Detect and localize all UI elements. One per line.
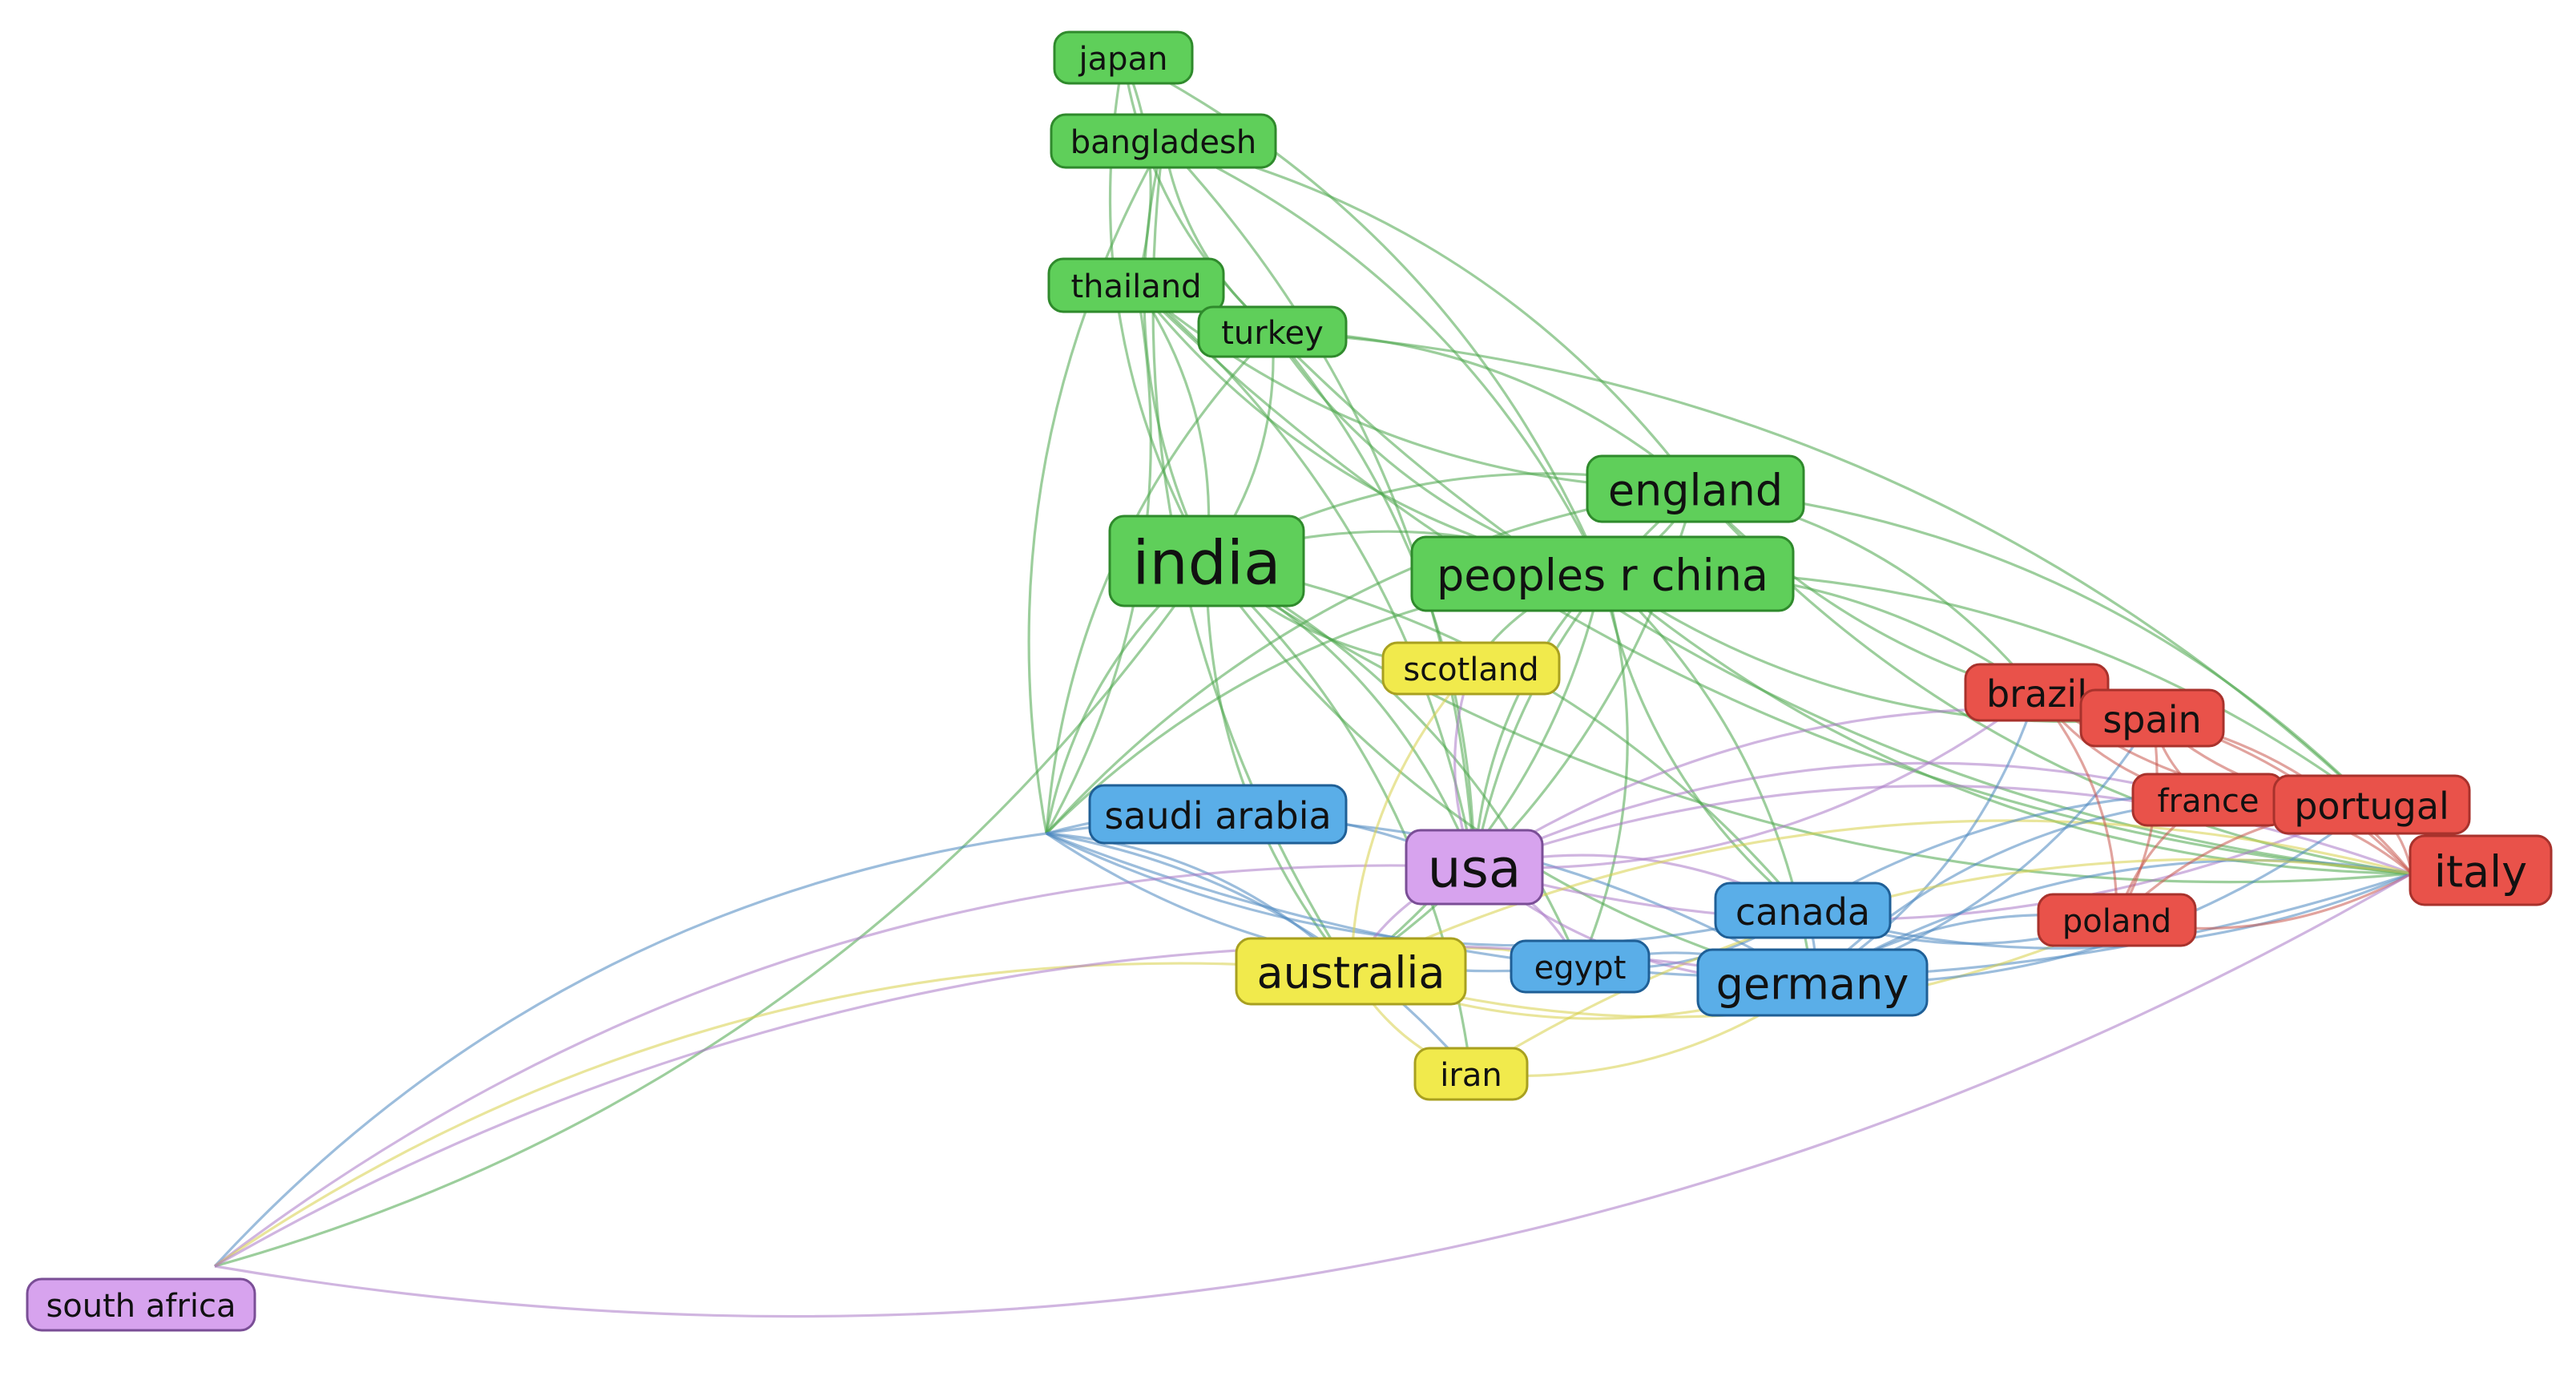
node-england-box [1586,454,1805,523]
node-poland[interactable]: poland [2037,893,2197,947]
edge-saudi-iran [1046,832,1473,1075]
node-thailand-box [1047,257,1225,313]
edge-india-italy [1206,559,2413,884]
edge-usa-brazil [1473,691,2038,870]
node-layer: japan bangladesh thailand turkey england indi… [26,30,2553,1332]
node-brazil[interactable]: brazil [1964,663,2110,722]
node-turkey-label: turkey [1221,315,1324,352]
node-italy[interactable]: italy [2409,834,2553,906]
node-scotland[interactable]: scotland [1381,641,1561,696]
node-canada-box [1714,882,1892,939]
edge-saudi-south_africa [213,832,1047,1268]
node-poland-label: poland [2062,903,2171,940]
edge-usa-france [1473,761,2209,869]
node-japan[interactable]: japan [1053,30,1194,85]
node-france[interactable]: france [2131,773,2285,827]
edge-india-south_africa [214,560,1208,1268]
edge-australia-south_africa [214,962,1352,1268]
node-australia-box [1235,937,1467,1006]
edge-usa-portugal [1473,803,2372,922]
node-france-label: france [2158,783,2260,820]
edge-layer [213,56,2413,1318]
node-usa-box [1405,829,1544,906]
edge-bangladesh-usa [1162,139,1476,868]
edge-china-egypt [1578,573,1629,967]
edge-japan-thailand [1122,57,1152,286]
node-canada-label: canada [1735,890,1870,934]
node-india[interactable]: india [1108,514,1305,607]
node-england-label: england [1608,466,1783,516]
node-saudi-box [1088,784,1348,845]
node-japan-box [1053,30,1194,85]
edge-australia-scotland [1349,667,1473,972]
node-egypt[interactable]: egypt [1510,939,1651,994]
node-bangladesh-box [1050,113,1277,169]
edge-thailand-italy [1135,284,2413,875]
node-saudi[interactable]: saudi arabia [1088,784,1348,845]
node-bangladesh-label: bangladesh [1070,124,1256,161]
node-australia-label: australia [1256,948,1445,999]
edge-china-australia [1350,573,1604,973]
node-china[interactable]: peoples r china [1410,535,1795,612]
node-saudi-label: saudi arabia [1104,794,1331,837]
node-spain[interactable]: spain [2079,688,2225,748]
edge-australia-italy [1350,819,2413,973]
edge-china-spain [1602,572,2153,724]
edge-south_africa-italy [214,872,2413,1318]
node-south_africa-box [26,1277,256,1332]
node-australia[interactable]: australia [1235,937,1467,1006]
node-india-box [1108,514,1305,607]
edge-bangladesh-china [1163,139,1604,575]
node-scotland-box [1381,641,1561,696]
node-iran-label: iran [1440,1057,1502,1094]
node-usa[interactable]: usa [1405,829,1544,906]
node-iran-box [1413,1047,1529,1101]
node-turkey-box [1197,305,1348,358]
node-germany[interactable]: germany [1696,948,1929,1017]
node-poland-box [2037,893,2197,947]
node-spain-box [2079,688,2225,748]
edge-usa-italy [1473,785,2413,875]
node-usa-label: usa [1428,838,1522,900]
node-italy-label: italy [2434,847,2527,898]
edge-turkey-italy [1271,330,2413,875]
node-italy-box [2409,834,2553,906]
node-germany-label: germany [1716,959,1909,1010]
edge-india-germany [1205,560,1813,984]
node-china-box [1410,535,1795,612]
edge-iran-italy [1470,857,2413,1075]
edge-england-saudi [1045,487,1696,835]
node-bangladesh[interactable]: bangladesh [1050,113,1277,169]
node-india-label: india [1132,527,1280,599]
node-egypt-box [1510,939,1651,994]
node-china-label: peoples r china [1437,551,1768,601]
node-portugal-box [2272,774,2471,835]
node-portugal[interactable]: portugal [2272,774,2471,835]
node-canada[interactable]: canada [1714,882,1892,939]
node-spain-label: spain [2102,698,2201,741]
node-scotland-label: scotland [1403,652,1538,688]
edge-india-australia [1205,560,1353,973]
node-iran[interactable]: iran [1413,1047,1529,1101]
node-thailand-label: thailand [1070,268,1201,305]
node-thailand[interactable]: thailand [1047,257,1225,313]
edge-england-portugal [1695,487,2373,806]
node-germany-box [1696,948,1929,1017]
node-japan-label: japan [1078,41,1168,78]
node-portugal-label: portugal [2294,785,2449,828]
node-turkey[interactable]: turkey [1197,305,1348,358]
node-brazil-label: brazil [1986,672,2087,716]
node-egypt-label: egypt [1534,950,1627,987]
node-england[interactable]: england [1586,454,1805,523]
node-south_africa[interactable]: south africa [26,1277,256,1332]
edge-bangladesh-saudi [1027,140,1165,834]
node-south_africa-label: south africa [46,1288,236,1325]
edge-usa-south_africa [214,864,1475,1268]
